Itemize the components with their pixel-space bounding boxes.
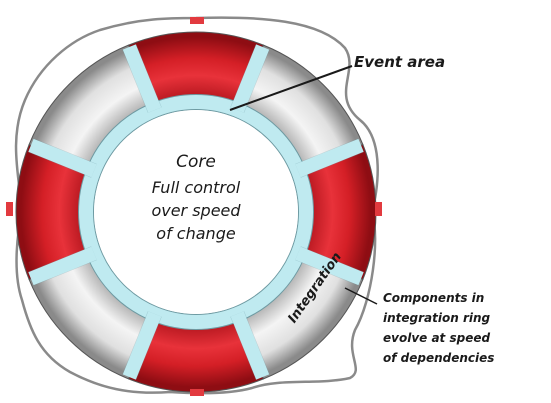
core-line-3: of change — [156, 224, 236, 243]
strap-left — [6, 202, 13, 216]
event-area-spoke — [28, 246, 97, 286]
event-area-spoke — [28, 138, 97, 178]
ring-segments — [15, 31, 377, 393]
components-note-line-4: of dependencies — [383, 351, 494, 365]
event-area-spoke — [295, 138, 364, 178]
event-area-spoke — [122, 311, 162, 380]
event-area-spoke — [230, 311, 270, 380]
event-area-ring — [78, 94, 314, 330]
event-area-spoke — [295, 246, 364, 286]
event-area-pointer — [229, 65, 353, 111]
core-line-1: Full control — [152, 178, 241, 197]
event-area-spoke — [122, 44, 162, 113]
rope — [14, 16, 379, 395]
event-area-spoke — [230, 44, 270, 113]
strap-top — [190, 17, 204, 24]
core-title: Core — [176, 152, 216, 172]
components-note-line-3: evolve at speed — [383, 331, 490, 345]
event-area-spokes — [28, 44, 364, 380]
strap-right — [375, 202, 382, 216]
components-pointer — [344, 287, 378, 305]
components-note-line-1: Components in — [383, 291, 484, 305]
components-note-line-2: integration ring — [383, 311, 491, 325]
event-area-label: Event area — [354, 53, 445, 71]
strap-bottom — [190, 389, 204, 396]
core-circle — [94, 110, 298, 314]
core-line-2: over speed — [151, 201, 241, 220]
